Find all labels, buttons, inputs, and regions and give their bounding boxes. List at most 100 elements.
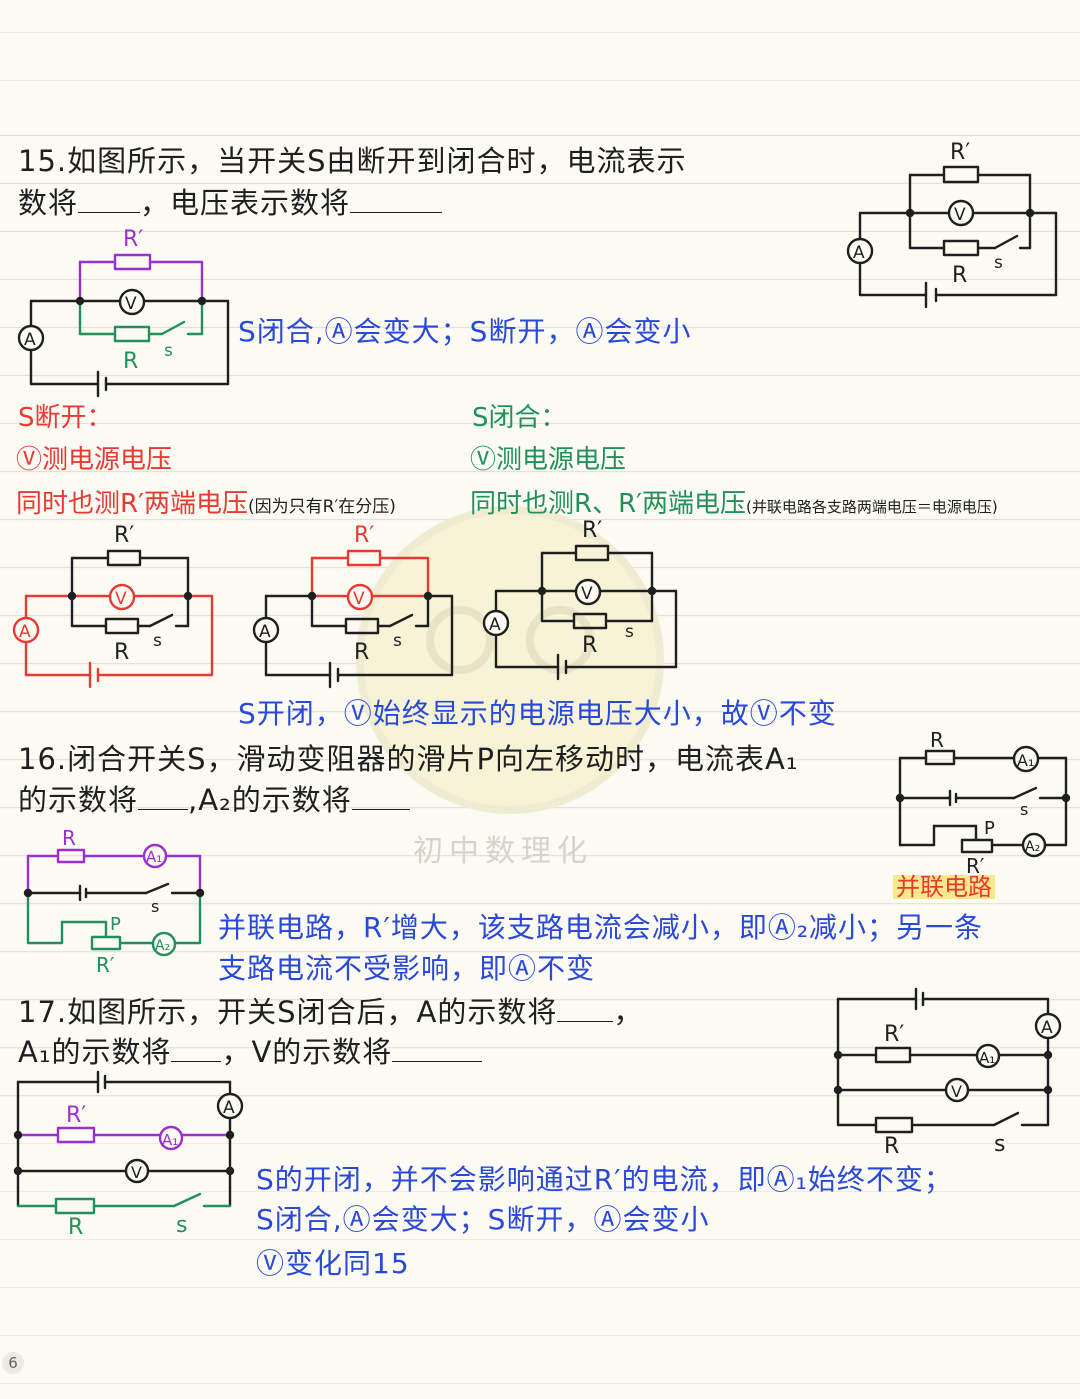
wire <box>144 882 170 895</box>
meter-icon <box>1034 1012 1062 1040</box>
q15-explain-row-2: 同时也测R、R′两端电压(并联电路各支路两端电压＝电源电压) <box>470 491 998 517</box>
meter-icon <box>574 578 602 606</box>
label-r: R <box>952 263 967 288</box>
circuit-label: A <box>259 622 271 642</box>
q16-line2-a: 的示数将 <box>18 783 139 817</box>
q15-open-title: S断开： <box>18 403 113 433</box>
meter-icon <box>75 296 85 306</box>
q15-mini-circuit-2: R′ V A R s <box>252 523 454 689</box>
circuit-label: R′ <box>66 1103 86 1128</box>
q16-circuit-main: R A₁ s P A₂ R′ <box>895 728 1071 878</box>
circuit-label: R′ <box>123 227 143 252</box>
meter-icon <box>13 1166 23 1176</box>
circuit-label: R <box>62 826 76 850</box>
q16-answer-2: 支路电流不受影响，即Ⓐ不变 <box>218 952 596 985</box>
meter-icon <box>195 888 205 898</box>
circuit-label: s <box>994 1132 1005 1157</box>
q16-blank-1 <box>138 809 189 810</box>
resistor-icon <box>344 617 380 635</box>
meter-icon <box>1043 1050 1053 1060</box>
q15-open-reason: (因为只有R′在分压) <box>247 497 396 517</box>
meter-icon <box>67 591 77 601</box>
circuit-label: s <box>164 341 173 361</box>
q17-answer-2: S闭合,Ⓐ会变大；S断开，Ⓐ会变小 <box>256 1203 710 1236</box>
meter-icon <box>183 591 193 601</box>
q15-blank-2 <box>350 212 443 213</box>
circuit-label: R <box>123 349 138 374</box>
circuit-label: s <box>153 631 162 651</box>
q17-blank-2 <box>171 1061 222 1062</box>
q15-line2: 数将，电压表示数将 <box>18 186 443 220</box>
circuit-label: V <box>951 1082 962 1101</box>
resistor-icon <box>346 549 382 567</box>
meter-icon <box>833 1085 843 1095</box>
q15-closed-reason: (并联电路各支路两端电压＝电源电压) <box>746 498 998 516</box>
resistor-icon <box>572 612 608 630</box>
circuit-label: R′ <box>114 523 134 548</box>
label-s: s <box>994 253 1003 273</box>
circuit-label: R <box>354 640 369 665</box>
circuit-label: A₁ <box>162 1131 178 1149</box>
circuit-label: R <box>930 728 944 752</box>
q15-closed-also: 同时也测R、R′两端电压 <box>470 489 747 519</box>
q17-line1-end: ， <box>613 995 644 1029</box>
meter-icon <box>307 591 317 601</box>
label-v: V <box>954 205 966 225</box>
q16-line2-b: ,A₂的示数将 <box>188 783 352 817</box>
circuit-label: R <box>114 640 129 665</box>
circuit-label: s <box>625 622 634 642</box>
meter-icon <box>905 208 915 218</box>
circuit-label: R′ <box>354 523 374 548</box>
q15-blank-1 <box>78 212 141 213</box>
circuit-label: A₁ <box>1017 751 1034 770</box>
circuit-label: V <box>353 589 365 609</box>
q16-parallel-tag: 并联电路 <box>893 875 995 899</box>
q15-circuit-main: R′ V A R s <box>846 140 1058 309</box>
circuit-label: P <box>984 818 995 839</box>
resistor-icon <box>960 838 994 854</box>
circuit-label: A₂ <box>155 938 170 954</box>
q17-answer-3: Ⓥ变化同15 <box>256 1247 410 1280</box>
q15-closed-title: S闭合： <box>472 403 567 433</box>
meter-icon <box>13 1130 23 1140</box>
q16-line1: 16.闭合开关S，滑动变阻器的滑片P向左移动时，电流表A₁ <box>18 742 799 776</box>
label-a: A <box>853 243 865 263</box>
q16-blank-2 <box>351 809 410 810</box>
meter-icon <box>647 586 657 596</box>
resistor-r <box>942 239 980 257</box>
circuit-label: R <box>582 633 597 658</box>
circuit-label: V <box>125 294 137 314</box>
meter-icon <box>526 606 594 674</box>
wire <box>1012 786 1038 800</box>
q15-open-v: Ⓥ测电源电压 <box>16 445 173 475</box>
q15-mini-circuit-1: R′ V A R s <box>12 523 214 689</box>
resistor-icon <box>113 253 152 271</box>
meter-icon <box>23 888 33 898</box>
circuit-label: P <box>110 914 121 935</box>
page-number: 6 <box>2 1352 24 1374</box>
meter-icon <box>537 586 547 596</box>
resistor-icon <box>106 549 142 567</box>
q16-line2: 的示数将 ,A₂的示数将 <box>18 786 410 815</box>
q15-answer: S闭合,Ⓐ会变大；S断开，Ⓐ会变小 <box>238 315 692 348</box>
circuit-part <box>17 253 230 398</box>
q15-explain-row: 同时也测R′两端电压(因为只有R′在分压) <box>16 491 396 517</box>
meter-icon <box>158 1125 184 1151</box>
circuit-label: V <box>581 584 593 604</box>
circuit-label: A <box>19 622 31 642</box>
circuit-label: A <box>489 615 501 635</box>
resistor-icon <box>874 1046 912 1064</box>
resistor-icon <box>574 544 610 562</box>
resistor-icon <box>924 749 956 766</box>
meter-icon <box>426 606 494 674</box>
circuit-label: V <box>115 589 127 609</box>
resistor-icon <box>56 1126 96 1144</box>
resistor-icon <box>90 935 122 951</box>
wire <box>993 234 1019 250</box>
meter-icon <box>423 591 433 601</box>
meter-icon <box>197 296 207 306</box>
circuit-label: A <box>1041 1018 1053 1038</box>
meter-icon <box>1061 793 1071 803</box>
q16-answer-1: 并联电路，R′增大，该支路电流会减小，即Ⓐ₂减小；另一条 <box>218 911 984 944</box>
q15-line2-a: 数将 <box>18 186 79 220</box>
